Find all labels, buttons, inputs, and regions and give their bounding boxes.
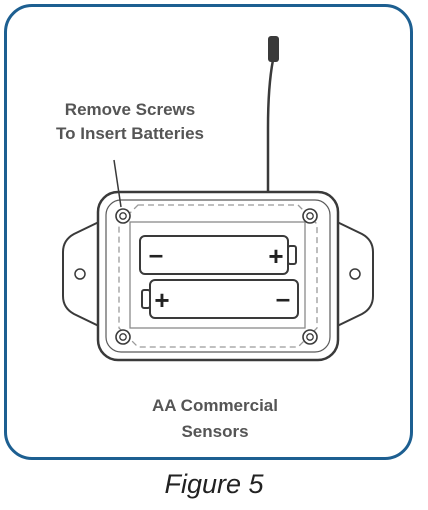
screw-top-left [115, 208, 131, 224]
mounting-flange-right [332, 218, 374, 330]
mounting-flange-left [62, 218, 104, 330]
screw-top-right [302, 208, 318, 224]
device-inner-outline [105, 199, 331, 353]
antenna [266, 36, 279, 192]
battery-bottom-positive-symbol: + [154, 285, 169, 315]
device-caption-line-1: AA Commercial [152, 396, 278, 415]
battery-top-negative-symbol: – [149, 239, 163, 269]
device-caption: AA Commercial Sensors [100, 393, 330, 445]
callout-line-2: To Insert Batteries [55, 124, 204, 143]
screw-bottom-left [115, 329, 131, 345]
screw-bottom-right [302, 329, 318, 345]
battery-bottom: + – [141, 279, 299, 319]
remove-screws-callout: Remove Screws To Insert Batteries [30, 98, 230, 146]
figure-label: Figure 5 [164, 469, 264, 499]
battery-cover-outline [118, 204, 318, 348]
callout-leader-line [113, 159, 122, 208]
callout-line-1: Remove Screws [64, 100, 196, 119]
battery-top: – + [139, 235, 297, 275]
device-caption-line-2: Sensors [181, 422, 249, 441]
battery-bottom-negative-symbol: – [276, 283, 290, 313]
battery-top-positive-symbol: + [268, 241, 283, 271]
